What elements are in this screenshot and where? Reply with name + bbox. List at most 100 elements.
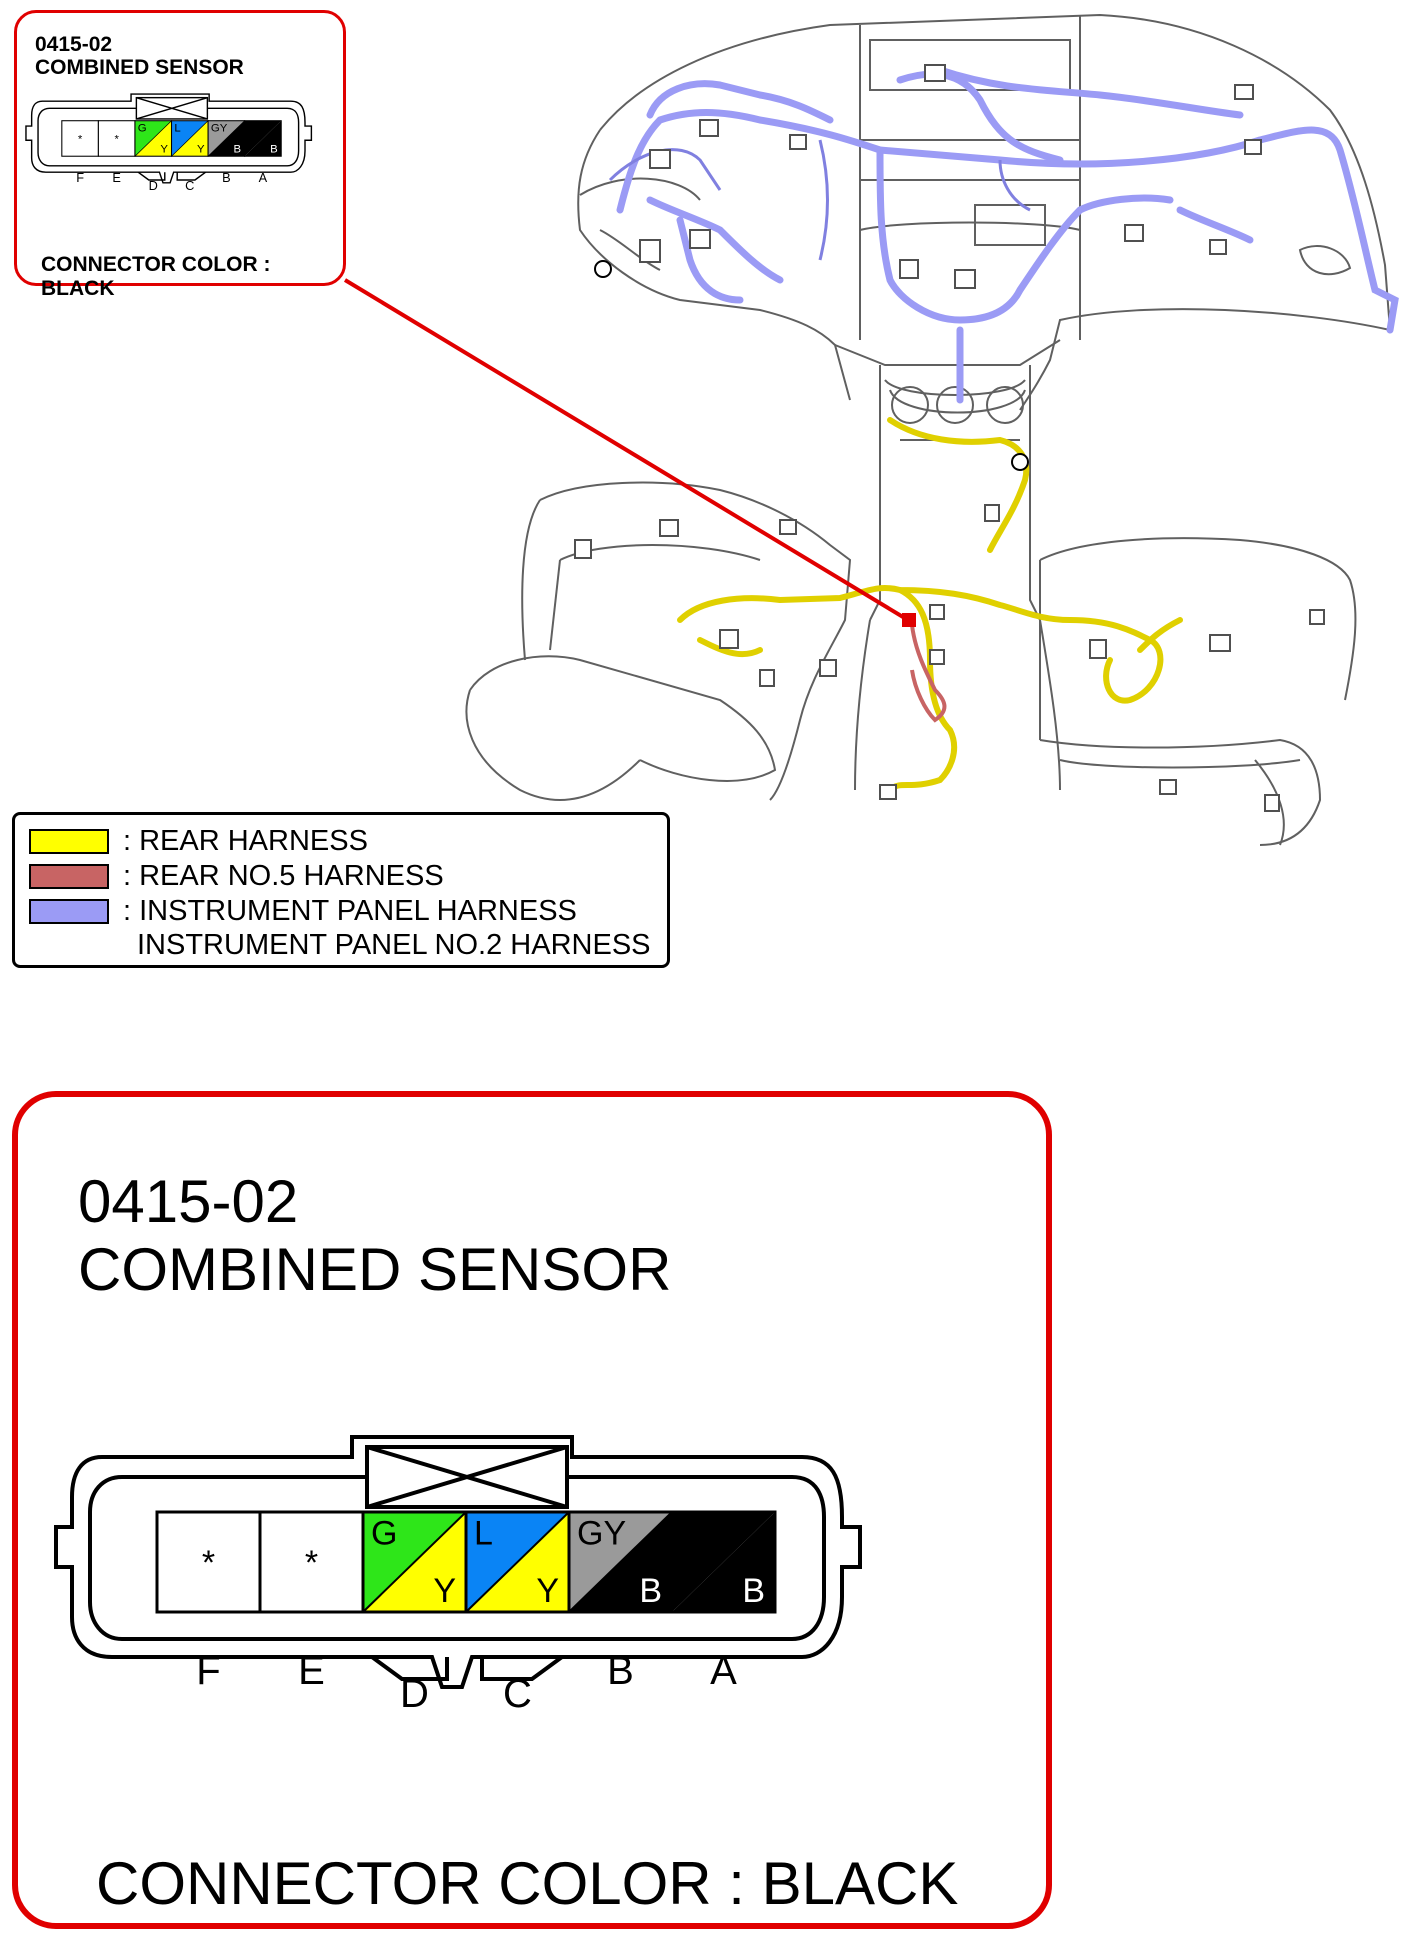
pin-cavity-e: * [258,1510,365,1614]
wire-color-stripe [61,120,99,157]
pin-divider [362,1511,467,1613]
wire-color-stripe [98,120,135,157]
wire-color-primary [208,120,245,157]
connector-inner-wall [37,107,300,167]
pointer-line [343,278,910,622]
instrument-panel-harness [616,66,1399,404]
wire-color-primary [61,120,99,157]
pin-letter-e: E [112,170,121,185]
wire-color-stripe [157,1512,260,1612]
pin-cavity-a: B [244,120,282,157]
pin-cavity-b: GY B [207,120,246,157]
wire-color-code-primary: G [138,123,147,135]
pin-letter-c: C [185,178,194,193]
wire-color-stripe [260,1512,363,1612]
legend-item-rear-harness: : REAR HARNESS [29,825,368,858]
pin-outline [670,1510,777,1614]
pin-letter-e: E [298,1649,325,1693]
wire-color-primary [134,120,172,157]
pin-cavity-c: LY [170,120,209,157]
wire-color-code-stripe: B [742,1572,765,1610]
wire-color-code-stripe: B [639,1572,662,1610]
vehicle-outline [465,13,1392,846]
wire-color-code-primary: GY [577,1514,626,1552]
pin-divider [207,120,245,157]
connector-key [370,1655,564,1681]
wire-color-code-stripe: B [234,144,242,156]
pin-letter-a: A [259,170,268,185]
ground-point-b [1011,453,1029,471]
pin-cavity-c: LY [464,1510,571,1614]
legend-item-rear-no5-harness: : REAR NO.5 HARNESS [29,860,444,893]
connector-key [137,171,207,181]
connector-code: 0415-02 [35,33,113,56]
connector-color-label: CONNECTOR COLOR : BLACK [41,253,271,300]
pin-divider [134,120,172,157]
pin-divider [568,1511,673,1613]
wire-color-code-primary: L [474,1514,493,1552]
pin-empty-mark: * [305,1544,318,1582]
legend-item-instrument-panel-no2-harness: INSTRUMENT PANEL NO.2 HARNESS [137,929,651,962]
latch-cross [136,96,208,120]
rear-harness [677,417,1183,793]
sensor-location-marker [902,613,916,627]
pin-letter-b: B [222,170,231,185]
pin-letter-f: F [76,170,84,185]
legend-swatch [29,864,109,889]
wire-color-code-stripe: Y [197,144,205,156]
pin-divider [465,1511,570,1613]
pin-cavity-d: GY [134,120,173,157]
pin-letter-f: F [196,1649,220,1693]
pin-cavity-d: GY [361,1510,468,1614]
pin-cavity-e: * [97,120,136,157]
connector-code-large: 0415-02 [78,1168,299,1235]
connector-blocks [574,64,1325,812]
harness-legend: : REAR HARNESS : REAR NO.5 HARNESS : INS… [12,812,670,968]
wire-color-code-primary: G [371,1514,397,1552]
wire-color-code-primary: GY [211,123,228,135]
pin-cavity-b: GY B [567,1510,674,1614]
wire-color-code-stripe: Y [536,1572,559,1610]
wire-color-primary [244,120,282,157]
pin-letter-d: D [149,178,158,193]
pin-empty-mark: * [78,133,83,145]
connector-color-label-large: CONNECTOR COLOR : BLACK [96,1850,959,1917]
connector-name-large: COMBINED SENSOR [78,1236,672,1303]
wire-color-primary [171,120,209,157]
pin-cavity-a: B [670,1510,777,1614]
pin-letter-a: A [710,1649,737,1693]
legend-label: : INSTRUMENT PANEL HARNESS [123,895,577,927]
pin-letter-b: B [607,1649,634,1693]
legend-swatch [29,899,109,924]
connector-name: COMBINED SENSOR [35,56,244,79]
ground-point-f [594,260,612,278]
latch-cross [366,1445,568,1509]
wire-color-code-stripe: Y [160,144,168,156]
wire-color-stripe [672,1512,775,1612]
legend-swatch [29,829,109,854]
pin-cavity-f: * [61,120,99,157]
legend-label: : REAR NO.5 HARNESS [123,860,444,892]
pin-cavity-f: * [155,1510,262,1614]
pin-letter-c: C [503,1672,532,1716]
pin-outline [244,120,282,157]
pin-divider [171,120,209,157]
pin-empty-mark: * [114,133,119,145]
wire-color-code-stripe: Y [433,1572,456,1610]
pin-letter-d: D [400,1672,429,1716]
pin-empty-mark: * [202,1544,215,1582]
rear-no5-harness [910,624,947,723]
legend-label: INSTRUMENT PANEL NO.2 HARNESS [137,929,651,961]
legend-item-instrument-panel-harness: : INSTRUMENT PANEL HARNESS [29,895,577,928]
wire-color-code-stripe: B [270,144,278,156]
legend-label: : REAR HARNESS [123,825,368,857]
wire-color-code-primary: L [174,123,180,135]
wire-color-stripe [244,120,282,157]
